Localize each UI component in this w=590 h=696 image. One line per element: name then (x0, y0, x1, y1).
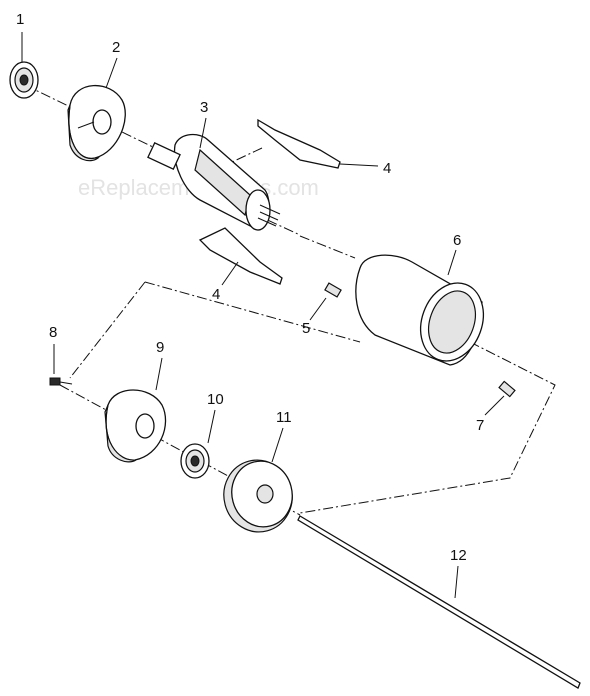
part-12-shaft (297, 515, 581, 689)
part-5-pin (324, 282, 342, 298)
part-2-end-bracket (67, 84, 126, 162)
callout-5: 5 (302, 320, 310, 337)
callout-6: 6 (453, 232, 461, 249)
part-1-bearing (9, 61, 39, 99)
callout-8: 8 (49, 324, 57, 341)
callout-leaders (21, 32, 505, 599)
part-7-pin (498, 380, 516, 398)
callout-11: 11 (276, 409, 292, 426)
part-10-bearing (180, 443, 210, 479)
callout-labels: 1 2 3 4 4 5 6 7 8 9 10 11 12 (16, 11, 484, 564)
part-8-screw (49, 377, 73, 386)
part-3-armature (147, 133, 281, 231)
part-9-end-bracket (104, 389, 167, 463)
callout-12: 12 (450, 547, 467, 564)
callout-4-lower: 4 (212, 286, 220, 303)
part-6-housing (355, 254, 484, 366)
callout-7: 7 (476, 417, 484, 434)
part-4-magnet-lower (198, 227, 283, 285)
callout-4-upper: 4 (383, 160, 391, 177)
callout-3: 3 (200, 99, 208, 116)
assembly-axis-lines (24, 84, 556, 516)
callout-10: 10 (207, 391, 224, 408)
callout-1: 1 (16, 11, 24, 28)
part-4-magnet-upper (257, 118, 341, 169)
callout-9: 9 (156, 339, 164, 356)
part-11-washer (223, 459, 293, 533)
callout-2: 2 (112, 39, 120, 56)
